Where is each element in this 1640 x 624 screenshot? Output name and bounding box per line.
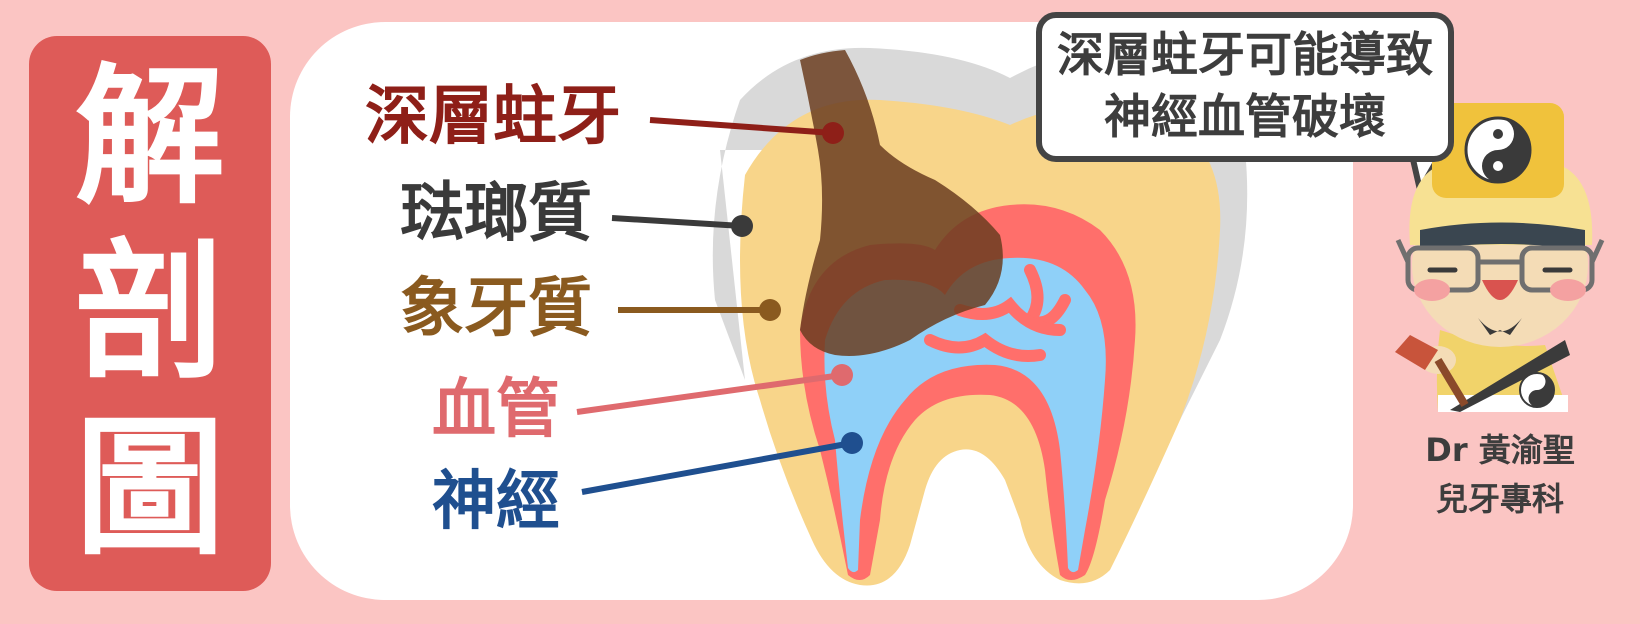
nerve-leader-dot: [841, 432, 863, 454]
caries-leader-dot: [822, 122, 844, 144]
dentin-leader-dot: [759, 299, 781, 321]
credit-name: Dr 黃渝聖: [1425, 431, 1575, 469]
pulp-horn-3: [924, 332, 1046, 362]
label-blood-vessel: 血管: [432, 373, 560, 447]
enamel-leader-line: [611, 215, 743, 229]
pulp-horn-2: [954, 296, 1066, 336]
side-title-panel: 解 剖 圖: [29, 36, 271, 591]
speech-bubble: 深層蛀牙可能導致 神經血管破壞: [1036, 12, 1454, 162]
speech-bubble-line-1: 深層蛀牙可能導致: [1057, 28, 1433, 83]
vessel-leader-dot: [831, 364, 853, 386]
label-enamel: 琺瑯質: [400, 177, 592, 251]
side-title-char-3: 圖: [74, 402, 225, 577]
robe-yin-yang-icon: [1519, 372, 1555, 408]
speech-bubble-line-2: 神經血管破壞: [1104, 90, 1386, 145]
side-title-char-1: 解: [74, 50, 225, 225]
label-dentin: 象牙質: [400, 272, 592, 346]
enamel-leader-dot: [731, 215, 753, 237]
nerve-leader-line: [581, 440, 853, 495]
credit-specialty: 兒牙專科: [1435, 480, 1564, 518]
deep-caries-region: [800, 50, 1003, 356]
caries-leader-line: [649, 117, 834, 136]
side-title-char-2: 剖: [74, 226, 225, 401]
vessel-leader-line: [576, 372, 843, 415]
yin-yang-icon: [1464, 116, 1532, 184]
label-deep-caries: 深層蛀牙: [365, 80, 621, 154]
label-nerve: 神經: [432, 465, 560, 539]
